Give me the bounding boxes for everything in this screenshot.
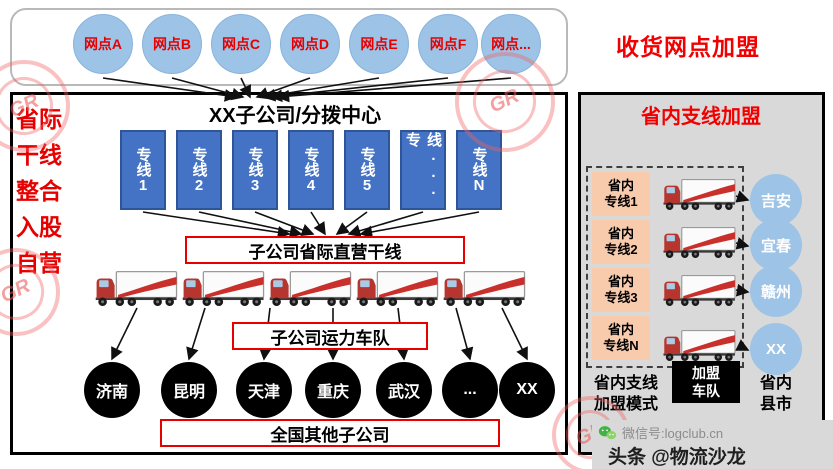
wechat-id-text: 微信号:logclub.cn <box>622 426 724 441</box>
network-node-d: 网点D <box>280 14 340 74</box>
province-line-n: 省内 专线N <box>592 316 650 360</box>
county-xx: XX <box>750 323 802 375</box>
side-label-interprovincial: 省际 <box>16 106 62 132</box>
city-xx: XX <box>499 362 555 418</box>
subsidiary-hub-title: XX子公司/分拨中心 <box>208 105 382 127</box>
side-label-trunk: 干线 <box>16 142 62 168</box>
county-ganzhou: 赣州 <box>750 265 802 317</box>
city-chongqing: 重庆 <box>305 362 361 418</box>
city-kunming: 昆明 <box>161 362 217 418</box>
other-subsidiaries-box: 全国其他子公司 <box>160 419 500 447</box>
franchise-fleet-box: 加盟 车队 <box>672 361 740 403</box>
network-node-c: 网点C <box>211 14 271 74</box>
province-line-2: 省内 专线2 <box>592 220 650 264</box>
truck-icon <box>355 268 441 308</box>
county-jian: 吉安 <box>750 174 802 226</box>
county-yichun: 宜春 <box>750 219 802 271</box>
trunk-line-1: 专线1 <box>120 130 166 210</box>
truck-icon <box>662 176 738 212</box>
network-node-a: 网点A <box>73 14 133 74</box>
network-node-e: 网点E <box>349 14 409 74</box>
city-tianjin: 天津 <box>236 362 292 418</box>
side-label-integrate: 整合 <box>16 178 62 204</box>
network-node-b: 网点B <box>142 14 202 74</box>
trunk-line-4: 专线4 <box>288 130 334 210</box>
direct-trunk-box: 子公司省际直营干线 <box>185 236 465 264</box>
credits-background <box>592 420 833 469</box>
side-label-selfrun: 自营 <box>16 250 62 276</box>
intra-province-title: 省内支线加盟 <box>641 106 761 128</box>
trunk-line-5: 专线5 <box>344 130 390 210</box>
toutiao-credit: 头条 @物流沙龙 <box>608 447 746 468</box>
truck-icon <box>662 272 738 308</box>
truck-icon <box>442 268 528 308</box>
branch-mode-label: 省内支线 加盟模式 <box>593 375 658 413</box>
trunk-line-3: 专线3 <box>232 130 278 210</box>
fleet-box: 子公司运力车队 <box>232 322 428 350</box>
trunk-line-2: 专线2 <box>176 130 222 210</box>
county-label: 省内 县市 <box>759 375 792 413</box>
province-line-3: 省内 专线3 <box>592 268 650 312</box>
truck-icon <box>94 268 180 308</box>
city-more: ... <box>442 362 498 418</box>
trunk-line-n: 专线N <box>456 130 502 210</box>
network-node-f: 网点F <box>418 14 478 74</box>
truck-icon <box>662 327 738 363</box>
trunk-line-more: 专线... <box>400 130 446 210</box>
truck-icon <box>662 224 738 260</box>
truck-icon <box>268 268 354 308</box>
side-label-equity: 入股 <box>16 214 62 240</box>
wechat-icon <box>598 425 617 439</box>
province-line-1: 省内 专线1 <box>592 172 650 216</box>
truck-icon <box>181 268 267 308</box>
wechat-credit: 微信号:logclub.cn <box>598 423 723 442</box>
network-node-more: 网点... <box>481 14 541 74</box>
city-wuhan: 武汉 <box>376 362 432 418</box>
pickup-network-join-label: 收货网点加盟 <box>616 34 760 60</box>
branch-lines-group-box <box>586 166 744 368</box>
city-jinan: 济南 <box>84 362 140 418</box>
